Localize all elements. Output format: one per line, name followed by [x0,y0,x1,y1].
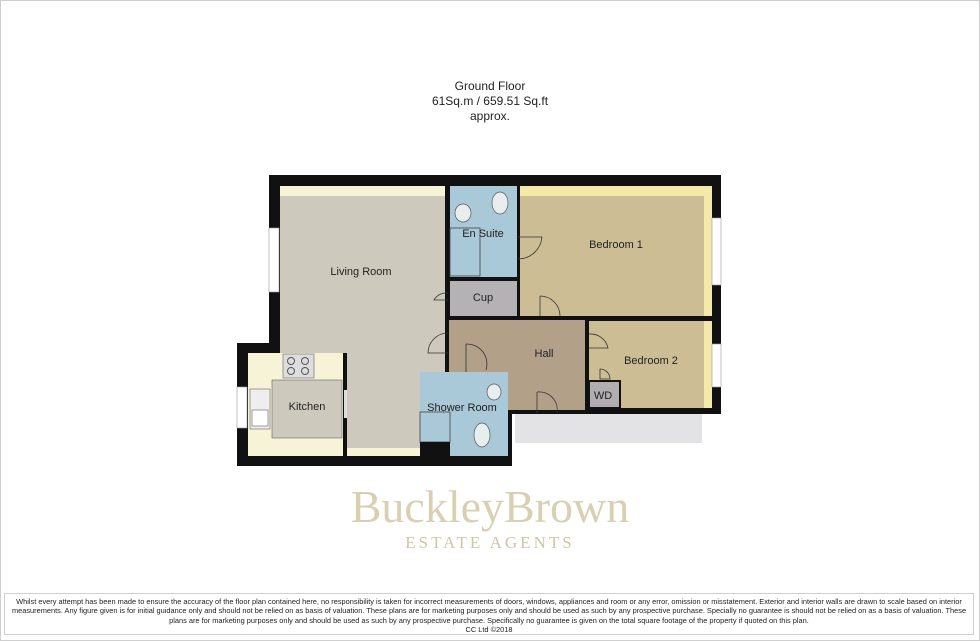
watermark-tagline: ESTATE AGENTS [405,533,574,552]
wd-cupboard [588,380,621,409]
floor-approx: approx. [469,109,511,123]
room-label-cup: Cup [473,292,493,304]
toilet-icon [473,422,491,448]
disclaimer-text: Whilst every attempt has been made to en… [11,597,967,625]
ensuite-shower-icon [449,227,481,277]
room-label-en-suite: En Suite [462,228,504,240]
basin-icon [454,203,472,223]
basin-icon [486,383,502,401]
cupboard [450,281,517,316]
room-label-kitchen: Kitchen [289,401,326,413]
living-room [280,186,445,456]
floor-name: Ground Floor [454,79,526,93]
room-label-hall: Hall [535,348,554,360]
exterior-shade [515,414,702,443]
room-label-wd: WD [594,390,612,402]
watermark-logo: BuckleyBrown ESTATE AGENTS [351,481,630,552]
copyright: CC Ltd ©2018 [465,625,513,635]
disclaimer-footer: Whilst every attempt has been made to en… [4,593,974,635]
kitchen [248,353,347,456]
bedroom-1 [520,186,712,316]
room-label-living-room: Living Room [330,266,391,278]
watermark-brand: BuckleyBrown [351,481,630,532]
toilet-icon [491,191,509,215]
floor-area: 61Sq.m / 659.51 Sq.ft [431,94,549,108]
room-label-shower-room: Shower Room [427,402,497,414]
shower-tray-icon [419,411,451,443]
floor-header: Ground Floor 61Sq.m / 659.51 Sq.ft appro… [0,79,980,124]
hob-icon [282,353,315,379]
windows [236,217,722,429]
room-label-bedroom-1: Bedroom 1 [589,239,643,251]
door-swings [427,236,611,414]
room-label-bedroom-2: Bedroom 2 [624,355,678,367]
